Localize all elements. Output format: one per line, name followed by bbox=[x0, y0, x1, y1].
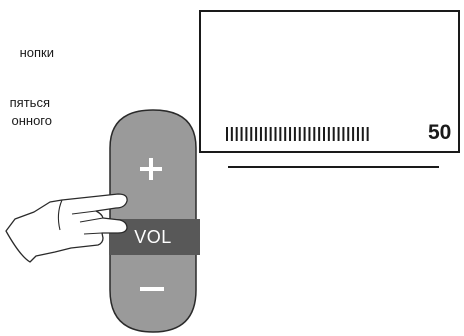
volume-tick bbox=[279, 127, 282, 141]
volume-tick bbox=[342, 127, 345, 141]
volume-tick bbox=[250, 127, 253, 141]
manual-text-line: онного bbox=[11, 113, 52, 128]
volume-tick bbox=[269, 127, 272, 141]
volume-tick bbox=[313, 127, 316, 141]
tv-screen: 50 bbox=[199, 10, 460, 153]
manual-text-line: нопки bbox=[19, 45, 54, 60]
volume-tick bbox=[318, 127, 321, 141]
volume-tick bbox=[308, 127, 311, 141]
volume-tick bbox=[337, 127, 340, 141]
volume-tick bbox=[245, 127, 248, 141]
volume-tick bbox=[366, 127, 369, 141]
volume-tick bbox=[289, 127, 292, 141]
volume-down-button[interactable] bbox=[140, 287, 164, 291]
vol-label: VOL bbox=[134, 226, 172, 247]
volume-tick bbox=[284, 127, 287, 141]
volume-tick bbox=[298, 127, 301, 141]
volume-up-button[interactable] bbox=[140, 158, 162, 180]
manual-text-fragment: нопки пяться онного bbox=[0, 0, 120, 160]
volume-tick bbox=[240, 127, 243, 141]
volume-tick bbox=[332, 127, 335, 141]
volume-tick bbox=[226, 127, 228, 141]
manual-text-line: пяться bbox=[9, 95, 50, 110]
volume-tick bbox=[235, 127, 238, 141]
volume-tick bbox=[274, 127, 277, 141]
volume-level-bar bbox=[226, 127, 369, 141]
volume-tick bbox=[361, 127, 364, 141]
volume-tick bbox=[352, 127, 355, 141]
volume-tick bbox=[323, 127, 325, 141]
volume-value: 50 bbox=[428, 121, 452, 144]
volume-tick bbox=[230, 127, 233, 141]
volume-tick bbox=[264, 127, 267, 141]
volume-tick bbox=[293, 127, 296, 141]
volume-tick bbox=[356, 127, 359, 141]
tv-stand bbox=[228, 166, 439, 168]
volume-tick bbox=[303, 127, 306, 141]
volume-tick bbox=[259, 127, 262, 141]
volume-tick bbox=[255, 127, 258, 141]
minus-icon bbox=[140, 287, 164, 291]
pointing-hand-icon bbox=[5, 193, 128, 263]
volume-tick bbox=[347, 127, 350, 141]
volume-tick bbox=[327, 127, 330, 141]
